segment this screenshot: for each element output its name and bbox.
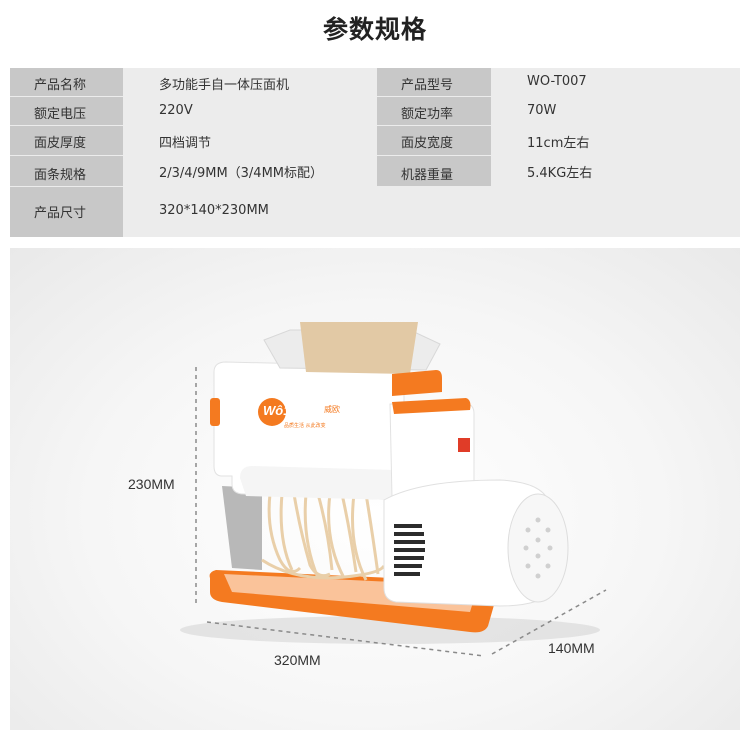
spec-value: 220V <box>159 103 193 118</box>
vent-grille <box>394 524 425 576</box>
spec-value: 2/3/4/9MM（3/4MM标配） <box>159 166 324 181</box>
table-row: 额定电压 220V 额定功率 70W <box>10 97 740 125</box>
dough-sheet <box>300 322 418 374</box>
spec-value: 5.4KG左右 <box>527 166 593 181</box>
spec-label: 产品名称 <box>34 78 87 93</box>
logo-circle-icon <box>258 398 286 426</box>
spec-label: 面条规格 <box>34 168 87 183</box>
dimension-lines <box>195 367 607 657</box>
noodles <box>261 493 386 581</box>
spec-value: 四档调节 <box>159 136 212 151</box>
thickness-knob <box>210 398 220 426</box>
spec-label: 产品型号 <box>401 78 454 93</box>
height-dimension-label: 230MM <box>128 476 175 492</box>
width-dimension-label: 320MM <box>274 652 321 668</box>
logo-tagline: 品质生活 从此改变 <box>284 423 326 429</box>
spec-label: 额定功率 <box>401 107 454 122</box>
spec-label: 面皮厚度 <box>34 136 87 151</box>
spec-label: 额定电压 <box>34 107 87 122</box>
gear-cover <box>507 493 569 603</box>
table-row: 产品名称 多功能手自一体压面机 产品型号 WO-T007 <box>10 68 740 96</box>
table-row: 面条规格 2/3/4/9MM（3/4MM标配） 机器重量 5.4KG左右 <box>10 156 740 186</box>
table-row: 产品尺寸 320*140*230MM <box>10 187 740 237</box>
spec-value: 11cm左右 <box>527 136 590 151</box>
spec-value: WO-T007 <box>527 74 587 89</box>
logo-text: Wô100 <box>263 403 305 418</box>
power-switch[interactable] <box>458 438 470 452</box>
table-row: 面皮厚度 四档调节 面皮宽度 11cm左右 <box>10 126 740 155</box>
spec-label: 机器重量 <box>401 168 454 183</box>
page-title: 参数规格 <box>322 15 427 44</box>
logo-chinese: 威欧 <box>324 405 340 414</box>
brand-logo: Wô100 威欧 品质生活 从此改变 <box>258 398 348 434</box>
main-body <box>213 361 405 501</box>
spec-value: 70W <box>527 103 557 118</box>
spec-label: 产品尺寸 <box>34 206 87 221</box>
spec-value: 多功能手自一体压面机 <box>159 78 290 93</box>
spec-table: 产品名称 多功能手自一体压面机 产品型号 WO-T007 额定电压 220V 额… <box>10 68 740 237</box>
spec-label: 面皮宽度 <box>401 136 454 151</box>
spec-value: 320*140*230MM <box>159 203 269 218</box>
depth-dimension-label: 140MM <box>548 640 595 656</box>
